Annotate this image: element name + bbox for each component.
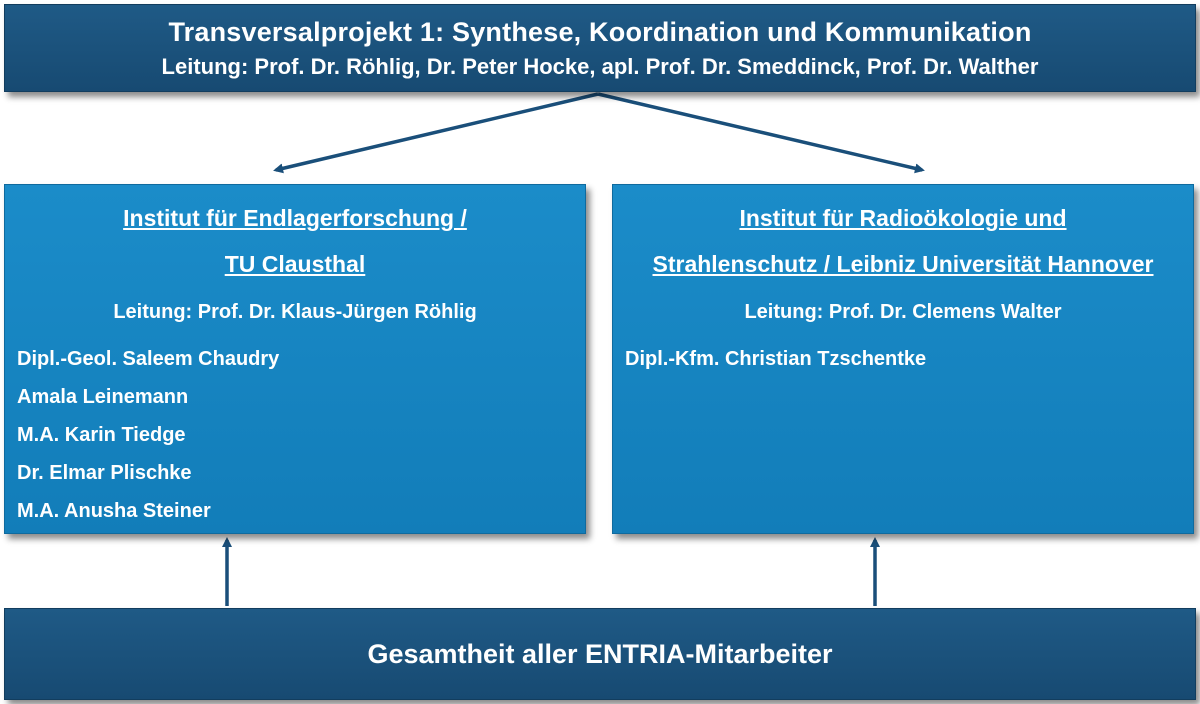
staff-member: Dipl.-Kfm. Christian Tzschentke [625,348,927,370]
staff-member: M.A. Anusha Steiner [17,500,211,522]
staff-member: Amala Leinemann [17,386,189,408]
institute-leadership: Leitung: Prof. Dr. Clemens Walter [744,301,1062,323]
staff-member: Dipl.-Geol. Saleem Chaudry [17,348,280,370]
project-title: Transversalprojekt 1: Synthese, Koordina… [168,17,1032,47]
all-staff-box: Gesamtheit aller ENTRIA-Mitarbeiter [4,608,1196,700]
institute-leadership: Leitung: Prof. Dr. Klaus-Jürgen Röhlig [113,301,477,323]
institute-title-clausthal: Institut für Endlagerforschung / TU Clau… [5,195,585,287]
all-staff-title: Gesamtheit aller ENTRIA-Mitarbeiter [367,638,833,669]
staff-member: M.A. Karin Tiedge [17,424,186,446]
institute-box-hannover: Institut für Radioökologie und Strahlens… [612,184,1194,534]
institute-title-line: Institut für Endlagerforschung / [123,205,467,231]
institute-title-line: Institut für Radioökologie und [739,205,1067,231]
staff-list: Dipl.-Geol. Saleem Chaudry Amala Leinema… [17,340,585,530]
arrow-top-to-left [273,92,599,174]
project-header-box: Transversalprojekt 1: Synthese, Koordina… [4,4,1196,92]
staff-member: Dr. Elmar Plischke [17,462,192,484]
arrow-top-to-right [597,92,925,174]
staff-list: Dipl.-Kfm. Christian Tzschentke [625,340,1193,378]
institute-box-clausthal: Institut für Endlagerforschung / TU Clau… [4,184,586,534]
project-leadership: Leitung: Prof. Dr. Röhlig, Dr. Peter Hoc… [161,54,1039,79]
institute-title-line: TU Clausthal [224,251,366,277]
institute-title-hannover: Institut für Radioökologie und Strahlens… [613,195,1193,287]
institute-title-line: Strahlenschutz / Leibniz Universität Han… [652,251,1154,277]
